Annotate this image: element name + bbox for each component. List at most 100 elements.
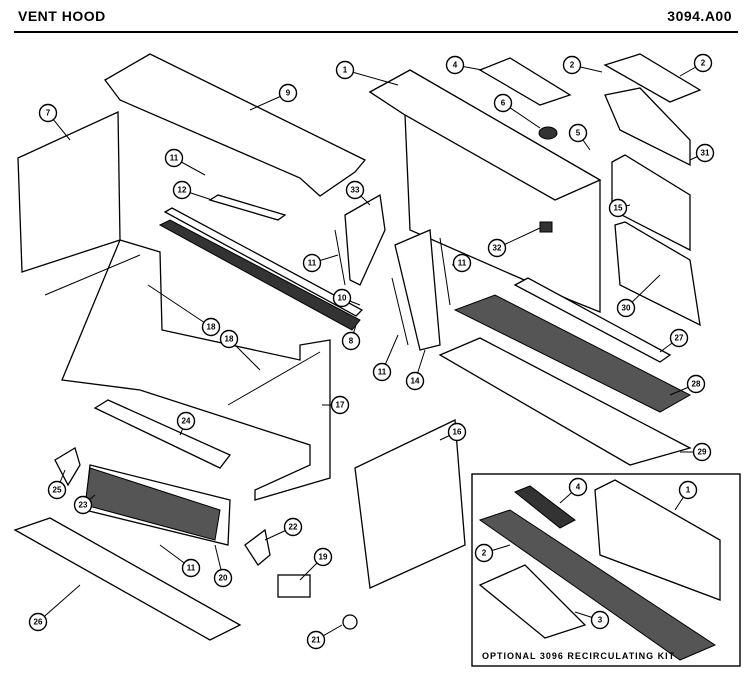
callout-leader xyxy=(37,584,81,623)
callout-bubble: 28 xyxy=(686,374,706,394)
callout-number: 11 xyxy=(458,259,467,268)
callout-number: 21 xyxy=(312,636,321,645)
callout-number: 29 xyxy=(698,448,707,457)
panel-30 xyxy=(614,221,701,327)
callout-bubble: 8 xyxy=(341,331,361,351)
callout-bubble: 18 xyxy=(219,329,239,349)
callout-bubble: 2 xyxy=(474,543,494,563)
callout-bubble: 4 xyxy=(445,55,465,75)
callout-number: 9 xyxy=(286,89,291,98)
callout-number: 2 xyxy=(570,61,575,70)
callout-number: 27 xyxy=(675,334,684,343)
callout-bubble: 6 xyxy=(493,93,513,113)
callout-bubble: 26 xyxy=(28,612,48,632)
kit-part-2 xyxy=(478,509,717,661)
callout-number: 19 xyxy=(319,553,328,562)
callout-number: 20 xyxy=(219,574,228,583)
callout-number: 14 xyxy=(411,377,420,386)
bracket-14 xyxy=(394,229,441,351)
callout-bubble: 1 xyxy=(335,60,355,80)
blower-wheel xyxy=(84,467,221,541)
callout-bubble: 11 xyxy=(302,253,322,273)
callout-bubble: 15 xyxy=(608,198,628,218)
callout-bubble: 30 xyxy=(616,298,636,318)
kit-part-4 xyxy=(514,485,576,529)
switch-19 xyxy=(277,574,311,598)
bracket-33 xyxy=(344,193,386,286)
callout-bubble: 19 xyxy=(313,547,333,567)
front-rail-lip xyxy=(163,207,364,317)
main-panel-top xyxy=(368,69,602,201)
tray-29 xyxy=(438,337,692,466)
grille-28 xyxy=(453,294,692,413)
callout-bubble: 33 xyxy=(345,180,365,200)
header-rule xyxy=(14,31,738,33)
housing-left xyxy=(61,239,331,501)
callout-bubble: 27 xyxy=(669,328,689,348)
callout-leader xyxy=(147,284,212,328)
callout-number: 15 xyxy=(614,204,623,213)
callout-bubble: 25 xyxy=(47,480,67,500)
rod-11c xyxy=(334,229,346,286)
callout-number: 1 xyxy=(343,66,348,75)
callout-bubble: 11 xyxy=(372,362,392,382)
callout-number: 4 xyxy=(453,61,458,70)
callout-number: 6 xyxy=(501,99,506,108)
callout-number: 32 xyxy=(493,244,502,253)
callout-bubble: 4 xyxy=(568,477,588,497)
callout-bubble: 29 xyxy=(692,442,712,462)
callout-number: 33 xyxy=(351,186,360,195)
callout-bubble: 1 xyxy=(678,480,698,500)
filter-frame xyxy=(604,87,691,167)
callout-bubble: 18 xyxy=(201,317,221,337)
callout-bubble: 31 xyxy=(695,143,715,163)
callout-number: 3 xyxy=(598,616,603,625)
rod-18 xyxy=(227,351,321,406)
callout-bubble: 17 xyxy=(330,395,350,415)
callout-bubble: 16 xyxy=(447,422,467,442)
callout-bubble: 11 xyxy=(164,148,184,168)
callout-number: 28 xyxy=(692,380,701,389)
callout-number: 1 xyxy=(686,486,691,495)
diagram-title: VENT HOOD xyxy=(18,8,106,24)
model-number: 3094.A00 xyxy=(667,8,732,24)
callout-bubble: 2 xyxy=(693,53,713,73)
callout-number: 10 xyxy=(338,294,347,303)
callout-bubble: 14 xyxy=(405,371,425,391)
kit-part-3 xyxy=(478,564,587,639)
callout-number: 26 xyxy=(34,618,43,627)
callout-bubble: 11 xyxy=(181,558,201,578)
filter-frame-top xyxy=(603,53,702,103)
callout-number: 30 xyxy=(622,304,631,313)
rod-18b xyxy=(44,254,141,296)
bracket-4 xyxy=(478,57,572,106)
callout-bubble: 7 xyxy=(38,103,58,123)
callout-bubble: 9 xyxy=(278,83,298,103)
callout-number: 11 xyxy=(170,154,179,163)
callout-number: 11 xyxy=(308,259,317,268)
top-cover-plate xyxy=(104,53,367,197)
callout-number: 11 xyxy=(378,368,387,377)
kit-label: OPTIONAL 3096 RECIRCULATING KIT xyxy=(482,651,675,661)
callout-number: 5 xyxy=(576,129,581,138)
callout-bubble: 23 xyxy=(73,495,93,515)
callout-bubble: 11 xyxy=(452,253,472,273)
bracket-22 xyxy=(244,528,271,566)
bottom-plate xyxy=(13,517,242,641)
callout-number: 22 xyxy=(289,523,298,532)
bar-27 xyxy=(513,277,672,363)
side-panel xyxy=(17,110,121,273)
callout-bubble: 3 xyxy=(590,610,610,630)
rod-11b xyxy=(391,277,409,346)
callout-bubble: 5 xyxy=(568,123,588,143)
callout-number: 2 xyxy=(482,549,487,558)
callout-number: 23 xyxy=(79,501,88,510)
bracket-12 xyxy=(208,194,287,221)
grommet-6 xyxy=(538,126,558,140)
callout-number: 17 xyxy=(336,401,345,410)
bracket-25 xyxy=(54,447,81,487)
callout-number: 4 xyxy=(576,483,581,492)
callout-number: 18 xyxy=(207,323,216,332)
